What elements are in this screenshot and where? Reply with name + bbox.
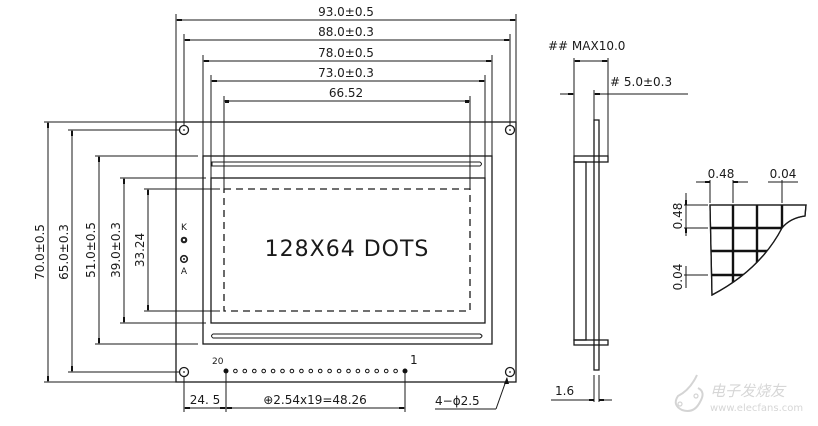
dim-73: 73.0±0.3 [318, 66, 374, 80]
connector-pin-icon [393, 368, 398, 374]
dim-33-24: 33.24 [133, 233, 147, 267]
connector-pin-icon [327, 368, 332, 374]
connector-pin-icon [346, 368, 351, 374]
dot-size-h-label: 0.48 [708, 167, 735, 181]
max-thickness-label: ## MAX10.0 [548, 39, 625, 53]
watermark: 电子发烧友 www.elecfans.com [674, 374, 803, 414]
dim-51: 51.0±0.5 [84, 222, 98, 278]
connector-pin-icon [308, 368, 314, 374]
connector-pin-icon [383, 368, 389, 374]
dim-93: 93.0±0.5 [318, 5, 374, 19]
viewing-area-outline [210, 177, 486, 324]
display-resolution-label: 128X64 DOTS [265, 237, 430, 262]
backlight-pins: K A [179, 223, 189, 277]
dot-gap-v-label: 0.04 [671, 264, 685, 291]
connector-pin-icon [336, 368, 342, 374]
dim-24-5: 24. 5 [190, 393, 221, 407]
front-view: 128X64 DOTS K A 20 1 [33, 5, 517, 412]
side-bezel [573, 155, 609, 163]
side-glass [573, 161, 587, 341]
side-bezel-bottom [573, 339, 609, 346]
backlight-pin-k-label: K [181, 223, 188, 233]
side-view: ## MAX10.0 # 5.0±0.3 1.6 [548, 39, 688, 402]
connector-pin-icon [289, 368, 295, 374]
module-thickness-label: # 5.0±0.3 [610, 75, 672, 89]
dot-size-v-label: 0.48 [671, 203, 685, 230]
connector-pin-icon [261, 368, 267, 374]
watermark-logo-icon [674, 374, 704, 412]
connector-pin-icon [374, 368, 380, 374]
mounting-hole-icon [504, 366, 516, 378]
connector-pin-icon [270, 368, 276, 374]
watermark-url: www.elecfans.com [710, 403, 803, 414]
dim-66-52: 66.52 [329, 86, 363, 100]
connector-pin-icon [233, 368, 238, 374]
connector-pin-icon [242, 368, 248, 374]
dim-70: 70.0±0.5 [33, 224, 47, 280]
dot-gap-h-label: 0.04 [770, 167, 797, 181]
connector-pin-icon [280, 368, 285, 374]
dot-detail: 0.48 0.04 0.48 0.04 [671, 167, 807, 297]
bezel-outline [202, 155, 493, 345]
top-dimensions: 93.0±0.5 88.0±0.3 78.0±0.5 73.0±0.3 66.5… [175, 5, 517, 189]
connector-pins [223, 368, 408, 374]
pin-1-label: 1 [410, 353, 418, 367]
connector-pin-icon [299, 368, 304, 374]
bottom-bezel-slot [211, 333, 483, 339]
dim-88: 88.0±0.3 [318, 25, 374, 39]
backlight-pin-a-icon [179, 254, 189, 264]
side-pcb [593, 119, 600, 371]
dim-39: 39.0±0.3 [109, 222, 123, 278]
connector-pin-icon [365, 368, 370, 374]
pcb-thickness-label: 1.6 [555, 384, 574, 398]
top-bezel-slot [211, 161, 482, 167]
dim-65: 65.0±0.3 [57, 224, 71, 280]
backlight-pin-a-label: A [181, 267, 188, 277]
connector-pin-icon [252, 368, 257, 374]
mounting-hole-callout: 4−ϕ2.5 [435, 394, 480, 408]
connector-pin-icon [355, 368, 361, 374]
connector-pin-icon [317, 368, 323, 374]
watermark-brand: 电子发烧友 [710, 382, 787, 400]
dim-pin-pitch: ⊕2.54x19=48.26 [263, 393, 367, 407]
dim-78: 78.0±0.5 [318, 46, 374, 60]
pin-20-label: 20 [212, 357, 224, 367]
left-dimensions: 70.0±0.5 65.0±0.3 51.0±0.5 39.0±0.3 33.2… [33, 121, 220, 383]
pcb-outline [175, 121, 517, 383]
bottom-dimensions: 24. 5 ⊕2.54x19=48.26 4−ϕ2.5 [183, 372, 509, 412]
active-area-outline [223, 188, 471, 312]
mounting-holes [178, 124, 516, 378]
mounting-hole-icon [504, 124, 516, 136]
